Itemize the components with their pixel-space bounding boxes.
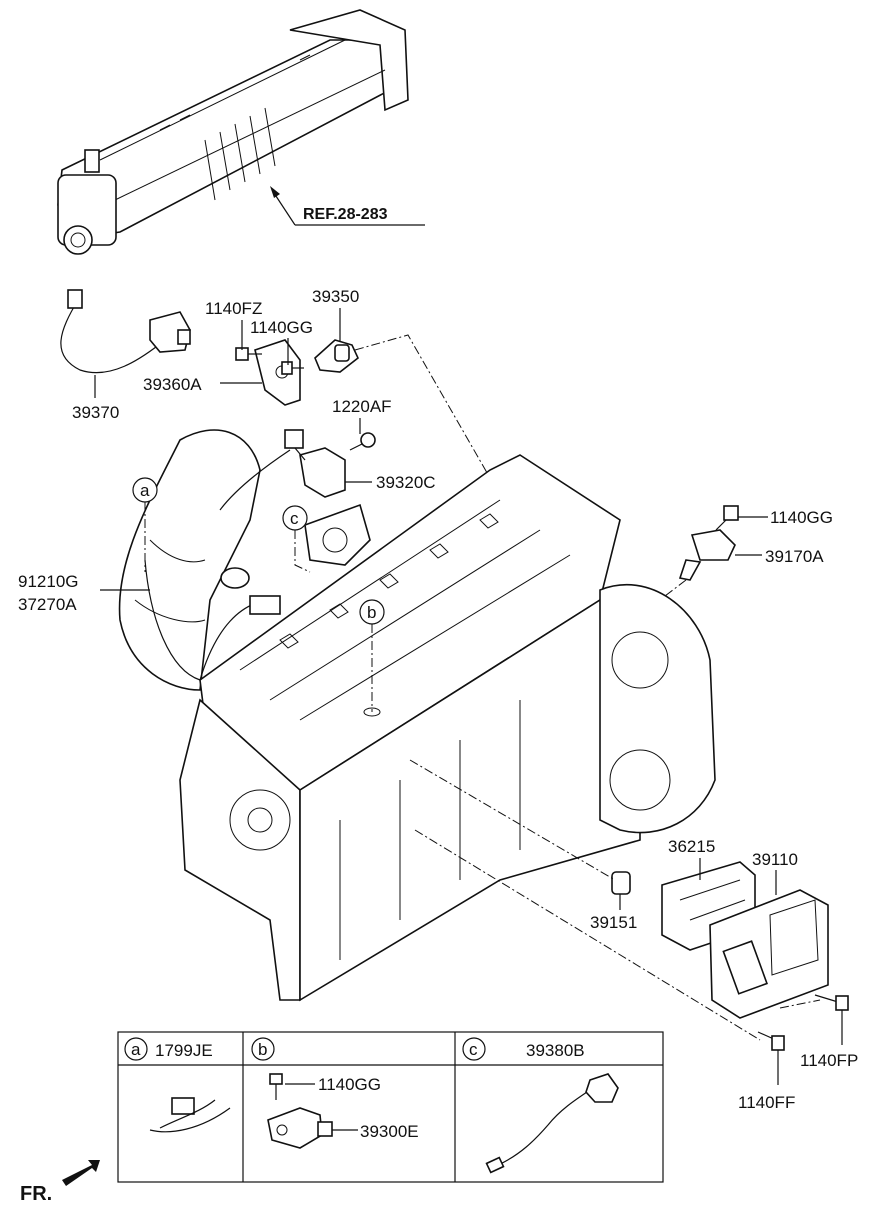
legend-a-part: 1799JE [155,1041,213,1060]
ecu-39110 [709,889,829,1019]
bolt-1140gg-legend [269,1073,283,1100]
label-37270a: 37270A [18,595,77,614]
label-39320c: 39320C [376,473,436,492]
legend-c-part: 39380B [526,1041,585,1060]
bolt-1140gg-right [715,505,739,531]
egr-cooler [57,9,409,255]
label-1140fp: 1140FP [800,1051,858,1070]
sensor-39170a [678,529,736,581]
label-91210g: 91210G [18,572,79,591]
label-39151: 39151 [590,913,637,932]
dash-callout-c [294,530,311,573]
front-label: FR. [20,1183,52,1205]
egr-temp-sensor [60,289,191,374]
bolt-1140ff [757,1031,785,1051]
legend-c-letter: c [469,1040,478,1059]
label-1140gg-top: 1140GG [250,318,313,337]
legend-b-bolt: 1140GG [318,1075,381,1094]
pin-39151 [611,871,631,895]
label-1140ff: 1140FF [738,1093,795,1112]
callout-b-text: b [367,603,376,622]
hole-b [363,707,381,717]
legend-b-marker [251,1037,275,1061]
label-1140gg-right: 1140GG [770,508,833,527]
bolt-1220af [349,432,376,451]
legend-b-letter: b [258,1040,267,1059]
sensor-39300e [267,1107,333,1149]
label-39360a: 39360A [143,375,202,394]
dash-1140fp [779,999,821,1009]
sensor-39350 [314,339,359,373]
dash-39151 [409,759,616,881]
label-39370: 39370 [72,403,119,422]
label-1220af: 1220AF [332,397,392,416]
label-39350: 39350 [312,287,359,306]
front-arrow-icon [62,1160,100,1186]
bolt-1140fp [814,994,849,1011]
legend-table [117,1031,664,1183]
ref-arrow-icon [270,186,280,198]
legend-a-marker [124,1037,148,1061]
cable-tie-1799je [149,1097,231,1133]
callout-a-text: a [140,481,150,500]
label-1140fz: 1140FZ [205,299,262,318]
dash-1140ff [414,829,761,1041]
legend-b-sensor: 39300E [360,1122,419,1141]
label-36215: 36215 [668,837,715,856]
sensor-39320c [284,429,346,498]
bolt-1140fz [235,347,262,361]
temp-sensor-39380b [485,1073,619,1174]
label-39110: 39110 [752,850,798,869]
bracket-39360a [254,339,301,406]
callout-c-text: c [290,509,299,528]
legend-c-marker [462,1037,486,1061]
legend-a-letter: a [131,1040,141,1059]
bolt-1140gg-top [281,361,304,375]
ref-label: REF.28-283 [303,206,388,223]
dash-39350 [354,334,491,479]
label-39170a: 39170A [765,547,824,566]
